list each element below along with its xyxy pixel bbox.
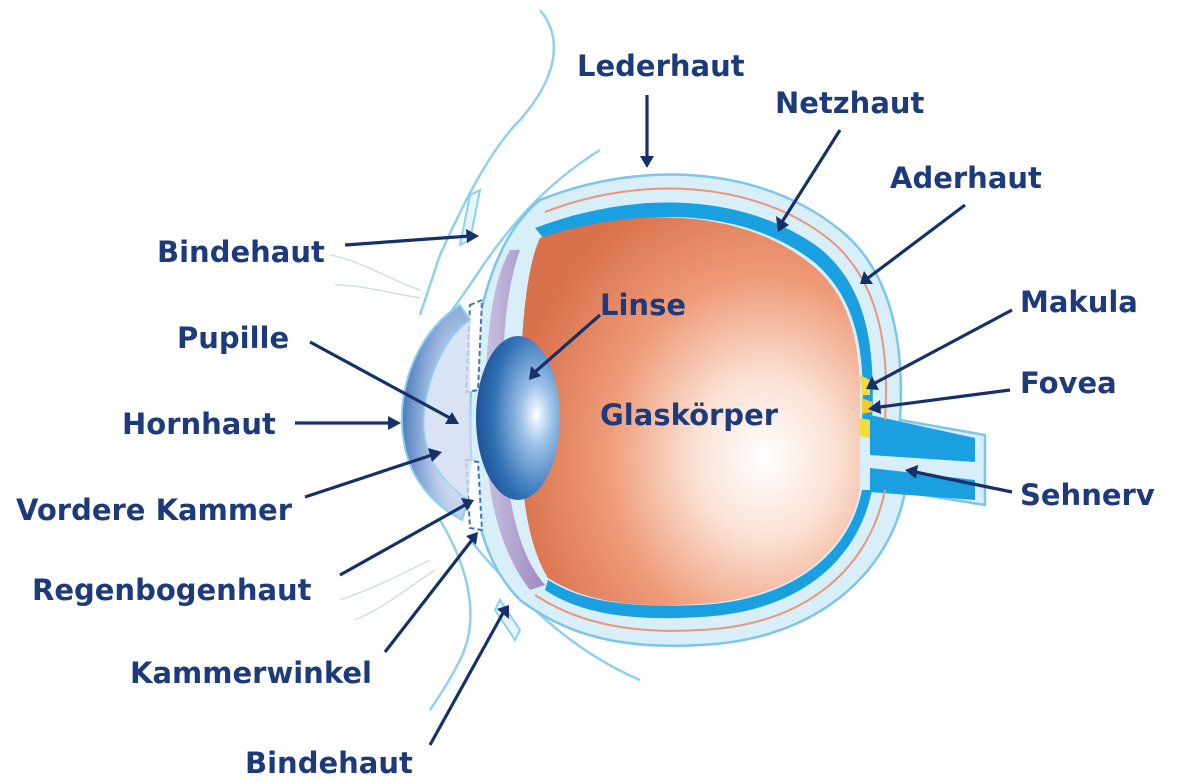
- label-fovea: Fovea: [1020, 366, 1117, 400]
- label-bindehaut-top: Bindehaut: [157, 235, 325, 269]
- label-netzhaut: Netzhaut: [775, 86, 925, 120]
- arrow-bindehaut-bottom: [430, 613, 503, 745]
- arrow-aderhaut: [868, 205, 965, 278]
- arrow-bindehaut-top: [345, 236, 470, 245]
- arrow-regenbogenhaut: [340, 505, 465, 575]
- label-glaskoerper: Glaskörper: [600, 398, 779, 432]
- label-regenbogenhaut: Regenbogenhaut: [32, 573, 312, 607]
- label-bindehaut-bottom: Bindehaut: [245, 746, 413, 780]
- label-pupille: Pupille: [177, 321, 289, 355]
- label-vordere-kammer: Vordere Kammer: [16, 493, 293, 527]
- label-aderhaut: Aderhaut: [890, 161, 1042, 195]
- arrow-netzhaut: [782, 130, 840, 222]
- label-makula: Makula: [1020, 285, 1138, 319]
- label-lederhaut: Lederhaut: [577, 49, 745, 83]
- label-sehnerv: Sehnerv: [1020, 478, 1155, 512]
- label-kammerwinkel: Kammerwinkel: [130, 656, 372, 690]
- arrow-vordere-kammer: [305, 455, 432, 497]
- label-hornhaut: Hornhaut: [122, 407, 276, 441]
- label-linse: Linse: [600, 288, 686, 322]
